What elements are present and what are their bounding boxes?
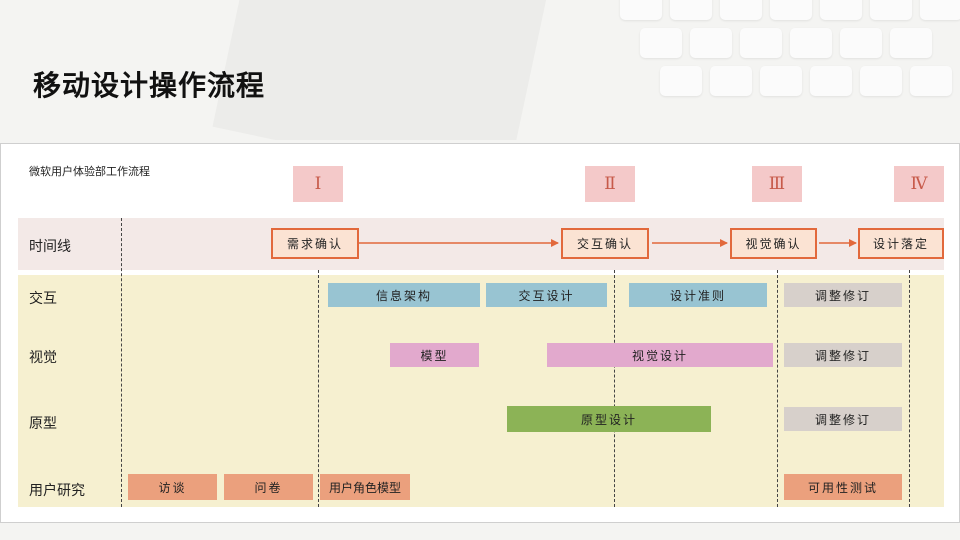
phase-divider-2 [614, 270, 615, 507]
row-label-research: 用户研究 [29, 480, 85, 500]
milestone-requirements: 需求确认 [271, 228, 359, 259]
workstream-band [18, 275, 944, 507]
bar-interaction-revision: 调整修订 [784, 283, 902, 307]
bar-information-architecture: 信息架构 [328, 283, 480, 307]
bar-persona-model: 用户角色模型 [320, 474, 410, 500]
row-label-timeline: 时间线 [29, 236, 71, 256]
phase-marker-3: Ⅲ [752, 166, 802, 202]
row-header-divider [121, 218, 122, 507]
background-keyboard [560, 0, 960, 140]
phase-divider-3 [777, 270, 778, 507]
bar-model: 模型 [390, 343, 479, 367]
phase-divider-1 [318, 270, 319, 507]
bar-prototype-revision: 调整修订 [784, 407, 902, 431]
milestone-final: 设计落定 [858, 228, 944, 259]
bar-visual-design: 视觉设计 [547, 343, 773, 367]
phase-marker-1: Ⅰ [293, 166, 343, 202]
bar-usability-testing: 可用性测试 [784, 474, 902, 500]
phase-marker-2: Ⅱ [585, 166, 635, 202]
bar-design-guidelines: 设计准则 [629, 283, 767, 307]
page-title: 移动设计操作流程 [33, 64, 265, 104]
bar-interviews: 访谈 [128, 474, 217, 500]
row-label-interaction: 交互 [29, 288, 57, 308]
diagram-title: 微软用户体验部工作流程 [29, 163, 150, 179]
bar-visual-revision: 调整修订 [784, 343, 902, 367]
phase-marker-4: Ⅳ [894, 166, 944, 202]
bar-prototype-design: 原型设计 [507, 406, 711, 432]
bar-interaction-design: 交互设计 [486, 283, 607, 307]
row-label-prototype: 原型 [29, 413, 57, 433]
bar-questionnaire: 问卷 [224, 474, 313, 500]
milestone-visual: 视觉确认 [730, 228, 817, 259]
milestone-interaction: 交互确认 [561, 228, 649, 259]
phase-divider-4 [909, 270, 910, 507]
row-label-visual: 视觉 [29, 347, 57, 367]
